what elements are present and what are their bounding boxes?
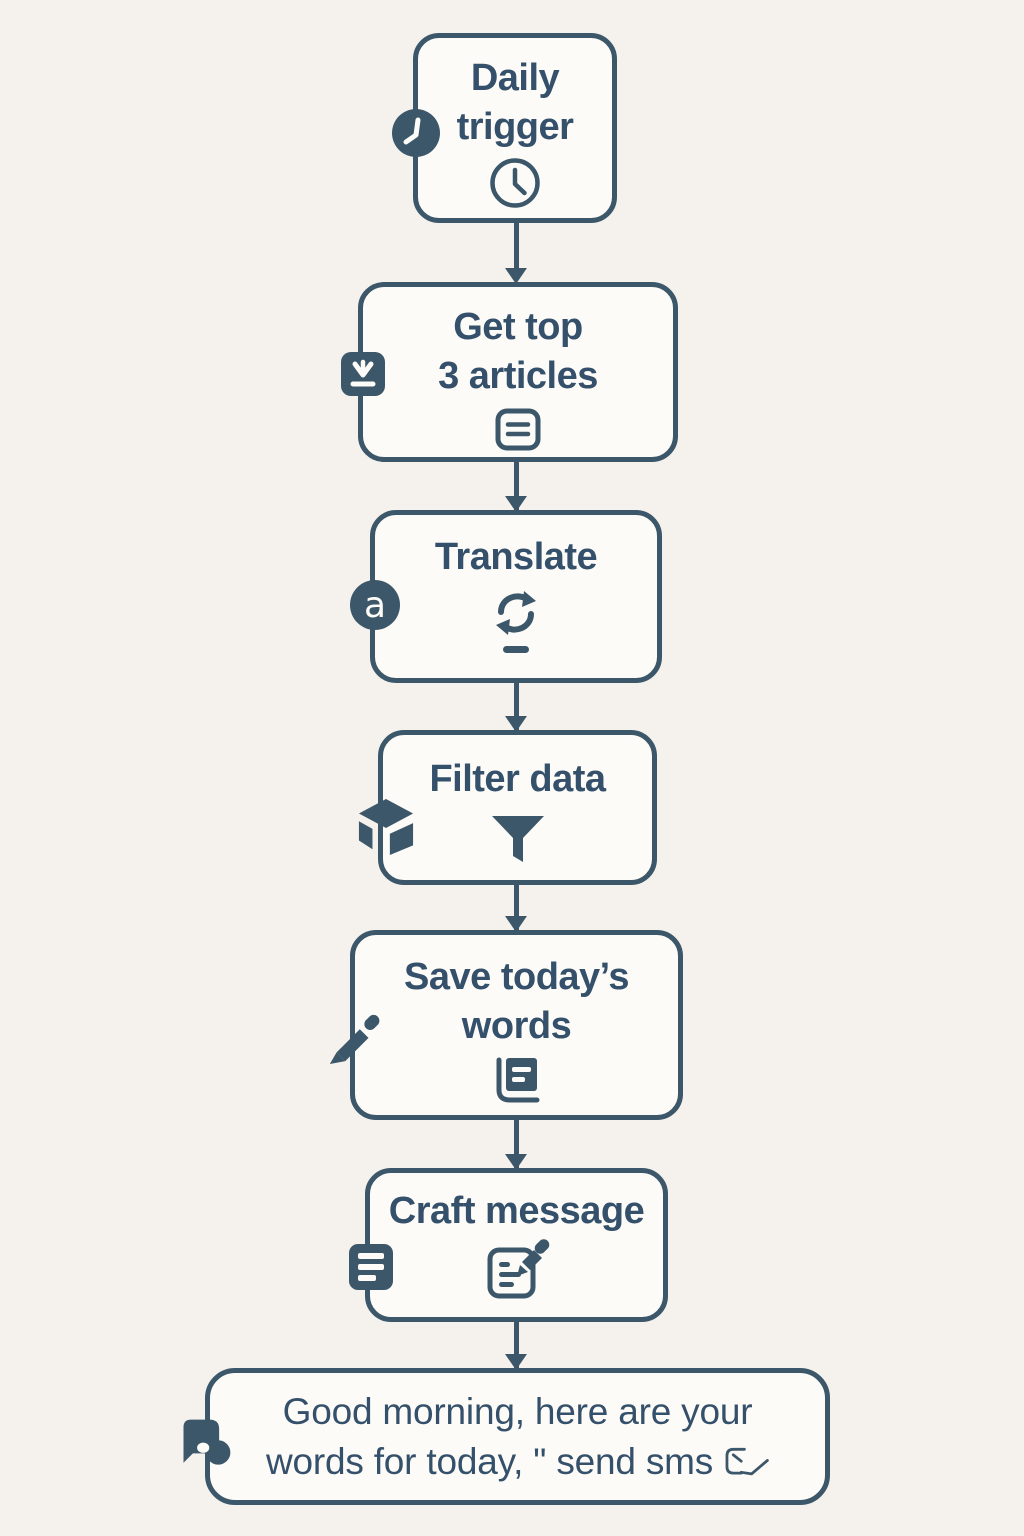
node-label: Daily trigger (456, 57, 574, 148)
node-label: Translate (434, 536, 598, 578)
flow-node-craft-message[interactable]: Craft message (349, 1168, 668, 1322)
connector-line (514, 679, 519, 732)
arrow-down-icon (505, 716, 527, 732)
letter-a-badge-icon: a (350, 580, 400, 630)
flow-node-save-todays-words[interactable]: Save today’s words (329, 930, 683, 1120)
sms-message: Good morning, here are your words for to… (246, 1387, 789, 1487)
node-label: Save today’s words (404, 956, 629, 1047)
flow-node-send-sms[interactable]: Good morning, here are your words for to… (183, 1368, 830, 1505)
sync-icon (496, 590, 536, 653)
connector-line (514, 1116, 519, 1170)
arrow-down-icon (505, 268, 527, 284)
connector-line (514, 458, 519, 512)
arrow-down-icon (505, 496, 527, 512)
flow-node-get-top-articles[interactable]: Get top 3 articles (341, 282, 678, 462)
node-label: Craft message (388, 1190, 645, 1232)
download-badge-icon (341, 352, 385, 396)
connector-line (514, 219, 519, 271)
clock-icon (490, 158, 540, 208)
funnel-icon (491, 815, 544, 862)
note-edit-icon (487, 1238, 549, 1299)
connector-line (514, 1318, 519, 1370)
flow-node-translate[interactable]: Translate a (350, 510, 662, 683)
node-label: Good morning, here are your words for to… (265, 1390, 753, 1482)
send-check-icon (725, 1447, 769, 1475)
pencil-badge-icon (329, 1014, 380, 1064)
article-icon (495, 408, 541, 451)
list-badge-icon (349, 1244, 393, 1290)
package-badge-icon (358, 798, 414, 856)
flow-node-daily-trigger[interactable]: Daily trigger (392, 33, 617, 223)
node-label: Get top 3 articles (438, 306, 598, 397)
book-icon (496, 1057, 539, 1103)
chat-badge-icon (183, 1419, 231, 1465)
clock-badge-icon (392, 109, 440, 157)
arrow-down-icon (505, 1154, 527, 1170)
svg-text:a: a (364, 585, 386, 626)
arrow-down-icon (505, 916, 527, 932)
arrow-down-icon (505, 1354, 527, 1370)
flow-node-filter-data[interactable]: Filter data (358, 730, 657, 885)
node-label: Filter data (429, 758, 606, 800)
connector-line (514, 881, 519, 932)
